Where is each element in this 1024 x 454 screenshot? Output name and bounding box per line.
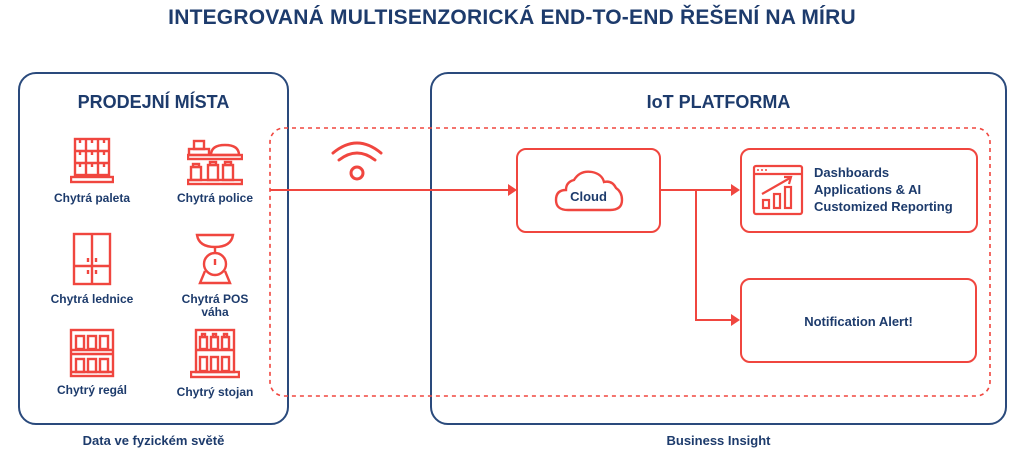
item-label-line: Chytrá POS <box>181 292 249 306</box>
item-label-line: váha <box>201 305 229 319</box>
cloud-box: Cloud <box>516 148 661 233</box>
arrow-head <box>508 184 517 196</box>
dashboards-box: Dashboards Applications & AI Customized … <box>740 148 978 233</box>
physical-world-caption: Data ve fyzickém světě <box>82 433 225 448</box>
output-line: Customized Reporting <box>814 199 953 214</box>
dashboards-text: Dashboards Applications & AI Customized … <box>814 164 953 215</box>
iot-platform-title: IoT PLATFORMA <box>646 92 791 112</box>
points-of-sale-title: PRODEJNÍ MÍSTA <box>77 92 230 112</box>
cloud-to-notification-line <box>695 190 732 321</box>
output-line: Dashboards <box>814 165 890 180</box>
pallet-icon <box>70 137 114 184</box>
notification-box: Notification Alert! <box>740 278 977 363</box>
rack-icon <box>69 328 115 378</box>
item-smart-pallet: Chytrá paleta <box>32 136 152 205</box>
item-label: Chytrá police <box>176 191 254 205</box>
arrow-head <box>731 314 740 326</box>
iot-platform-panel: IoT PLATFORMA <box>430 72 1007 425</box>
page-title: INTEGROVANÁ MULTISENZORICKÁ END-TO-END Ř… <box>168 6 856 29</box>
notification-label: Notification Alert! <box>804 314 913 329</box>
scale-icon <box>195 233 235 285</box>
fridge-icon <box>72 232 112 286</box>
business-insight-caption: Business Insight <box>666 433 771 448</box>
item-smart-shelf: Chytrá police <box>155 136 275 205</box>
dashboard-chart-icon <box>752 164 804 216</box>
cloud-label: Cloud <box>570 189 607 204</box>
item-label: Chytrý regál <box>56 383 128 397</box>
item-label: Chytrá lednice <box>50 292 134 306</box>
item-smart-stand: Chytrý stojan <box>155 328 275 399</box>
arrow-head <box>731 184 740 196</box>
output-line: Applications & AI <box>814 182 922 197</box>
item-label: Chytrá paleta <box>53 191 131 205</box>
item-label: Chytrý stojan <box>176 385 254 399</box>
shelf-icon <box>187 139 243 186</box>
sensor-network-dashed-boundary <box>269 127 991 397</box>
wifi-icon <box>331 141 383 181</box>
points-of-sale-panel: PRODEJNÍ MÍSTA Chytrá paleta <box>18 72 289 425</box>
item-smart-rack: Chytrý regál <box>32 328 152 397</box>
item-smart-fridge: Chytrá lednice <box>32 231 152 306</box>
stand-icon <box>190 328 240 379</box>
cloud-icon <box>554 170 624 212</box>
